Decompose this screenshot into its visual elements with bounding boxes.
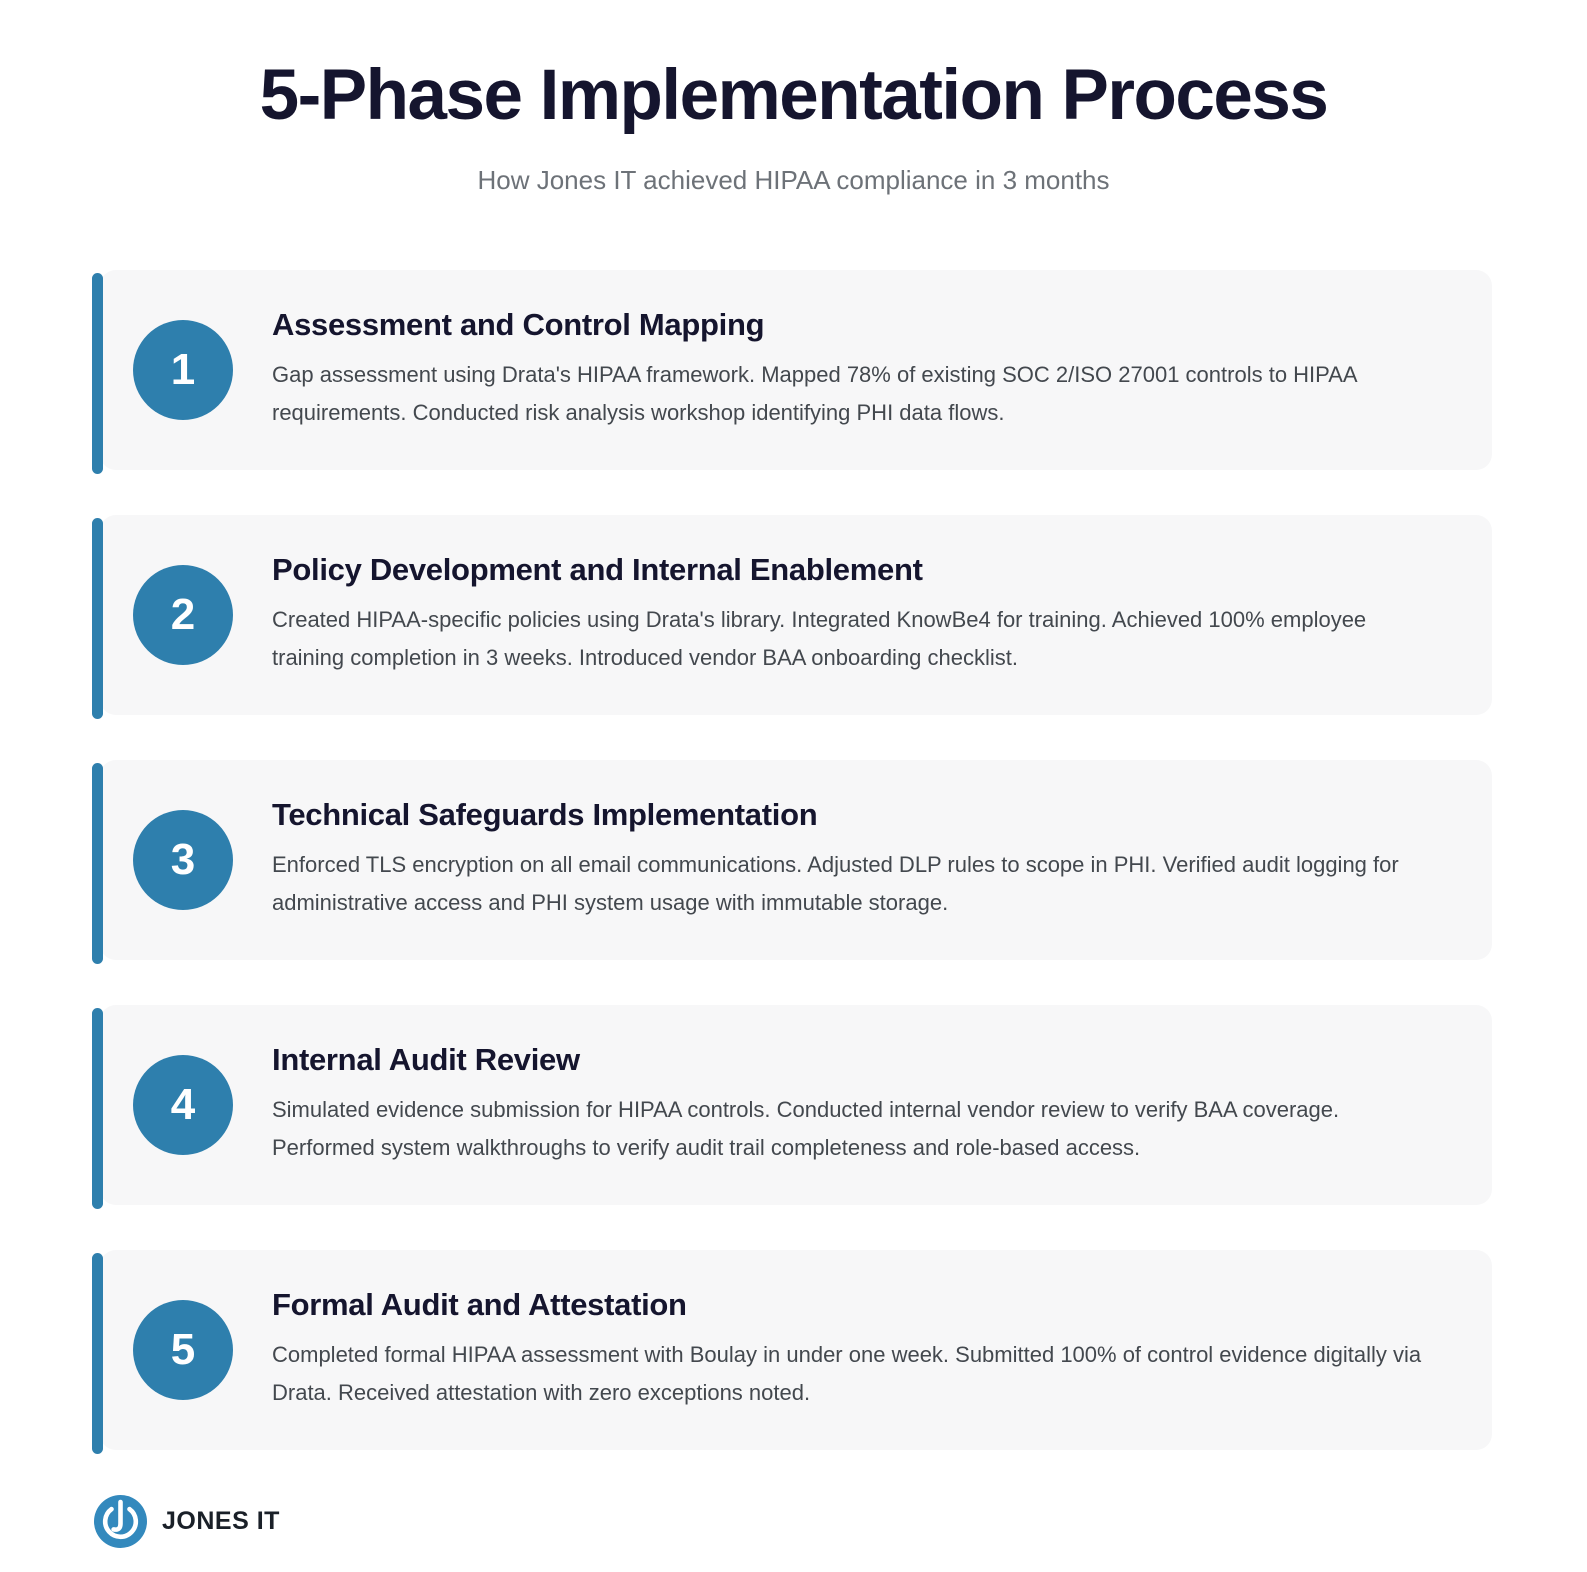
- accent-bar: [92, 762, 103, 964]
- phase-list: 1 Assessment and Control Mapping Gap ass…: [92, 269, 1492, 1454]
- phase-card-1: 1 Assessment and Control Mapping Gap ass…: [92, 269, 1492, 474]
- phase-card-2: 2 Policy Development and Internal Enable…: [92, 514, 1492, 719]
- phase-title: Formal Audit and Attestation: [272, 1286, 687, 1322]
- phase-description: Simulated evidence submission for HIPAA …: [272, 1096, 1340, 1161]
- accent-bar: [92, 517, 103, 719]
- phase-card-5: 5 Formal Audit and Attestation Completed…: [92, 1249, 1492, 1454]
- phase-text-block: Assessment and Control Mapping Gap asses…: [272, 307, 1422, 433]
- phase-number-badge: 1: [133, 319, 233, 420]
- phase-text-block: Formal Audit and Attestation Completed f…: [272, 1287, 1422, 1413]
- page-title: 5-Phase Implementation Process: [259, 56, 1329, 135]
- accent-bar: [92, 272, 103, 474]
- phase-title: Policy Development and Internal Enableme…: [272, 551, 923, 587]
- phase-text-block: Technical Safeguards Implementation Enfo…: [272, 797, 1422, 923]
- power-j-icon: [94, 1494, 147, 1548]
- phase-title: Internal Audit Review: [272, 1041, 580, 1077]
- phase-number-badge: 3: [133, 809, 233, 910]
- phase-number: 1: [170, 344, 196, 394]
- phase-card-body: 3 Technical Safeguards Implementation En…: [100, 759, 1492, 960]
- phase-description: Created HIPAA-specific policies using Dr…: [272, 606, 1367, 671]
- phase-description: Enforced TLS encryption on all email com…: [272, 851, 1399, 916]
- phase-number-badge: 2: [133, 564, 233, 665]
- phase-card-3: 3 Technical Safeguards Implementation En…: [92, 759, 1492, 964]
- phase-card-body: 5 Formal Audit and Attestation Completed…: [100, 1249, 1492, 1450]
- phase-number: 2: [170, 589, 196, 639]
- page-subtitle: How Jones IT achieved HIPAA compliance i…: [477, 164, 1110, 195]
- phase-text-block: Internal Audit Review Simulated evidence…: [272, 1042, 1422, 1168]
- brand-name: JONES IT: [162, 1506, 280, 1535]
- phase-description: Gap assessment using Drata's HIPAA frame…: [272, 361, 1357, 426]
- phase-description: Completed formal HIPAA assessment with B…: [272, 1341, 1422, 1406]
- accent-bar: [92, 1007, 103, 1209]
- phase-card-body: 1 Assessment and Control Mapping Gap ass…: [100, 269, 1492, 470]
- footer-brand: JONES IT: [94, 1494, 1587, 1548]
- phase-title: Technical Safeguards Implementation: [272, 796, 818, 832]
- phase-card-body: 2 Policy Development and Internal Enable…: [100, 514, 1492, 715]
- phase-text-block: Policy Development and Internal Enableme…: [272, 552, 1422, 678]
- phase-number-badge: 4: [133, 1054, 233, 1155]
- phase-card-body: 4 Internal Audit Review Simulated eviden…: [100, 1004, 1492, 1205]
- phase-number: 4: [170, 1079, 196, 1129]
- phase-number: 5: [170, 1324, 196, 1374]
- phase-number: 3: [170, 834, 196, 884]
- phase-number-badge: 5: [133, 1299, 233, 1400]
- phase-title: Assessment and Control Mapping: [272, 306, 765, 342]
- accent-bar: [92, 1252, 103, 1454]
- phase-card-4: 4 Internal Audit Review Simulated eviden…: [92, 1004, 1492, 1209]
